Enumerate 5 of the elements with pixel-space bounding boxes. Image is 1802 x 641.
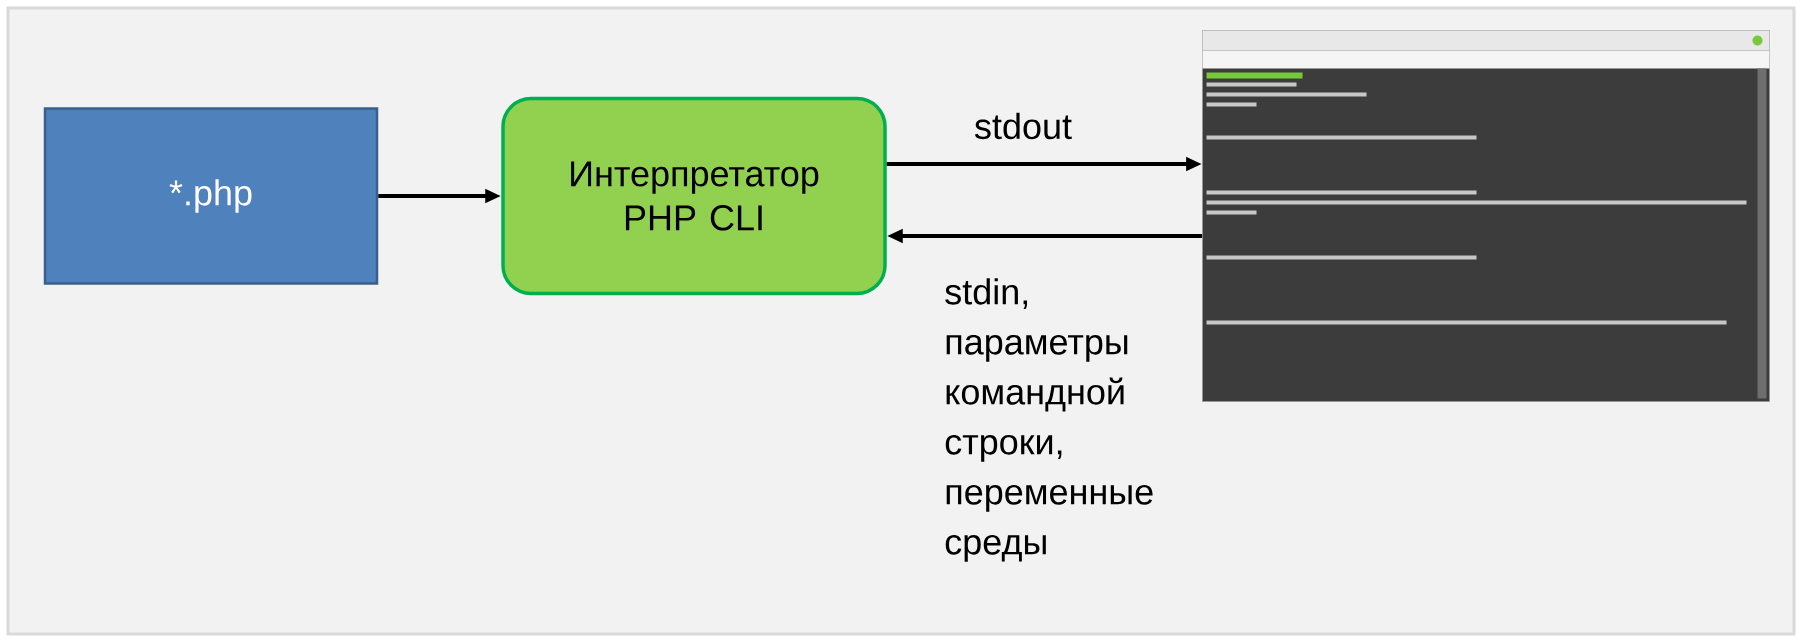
process-box: *.php <box>43 107 379 285</box>
process-box: Интерпретатор PHP CLI <box>501 96 887 296</box>
picture <box>1202 30 1770 402</box>
edge-label: stdout <box>975 112 1072 140</box>
edge-label: stdin, параметры командной строки, переменные среды <box>945 278 1153 562</box>
